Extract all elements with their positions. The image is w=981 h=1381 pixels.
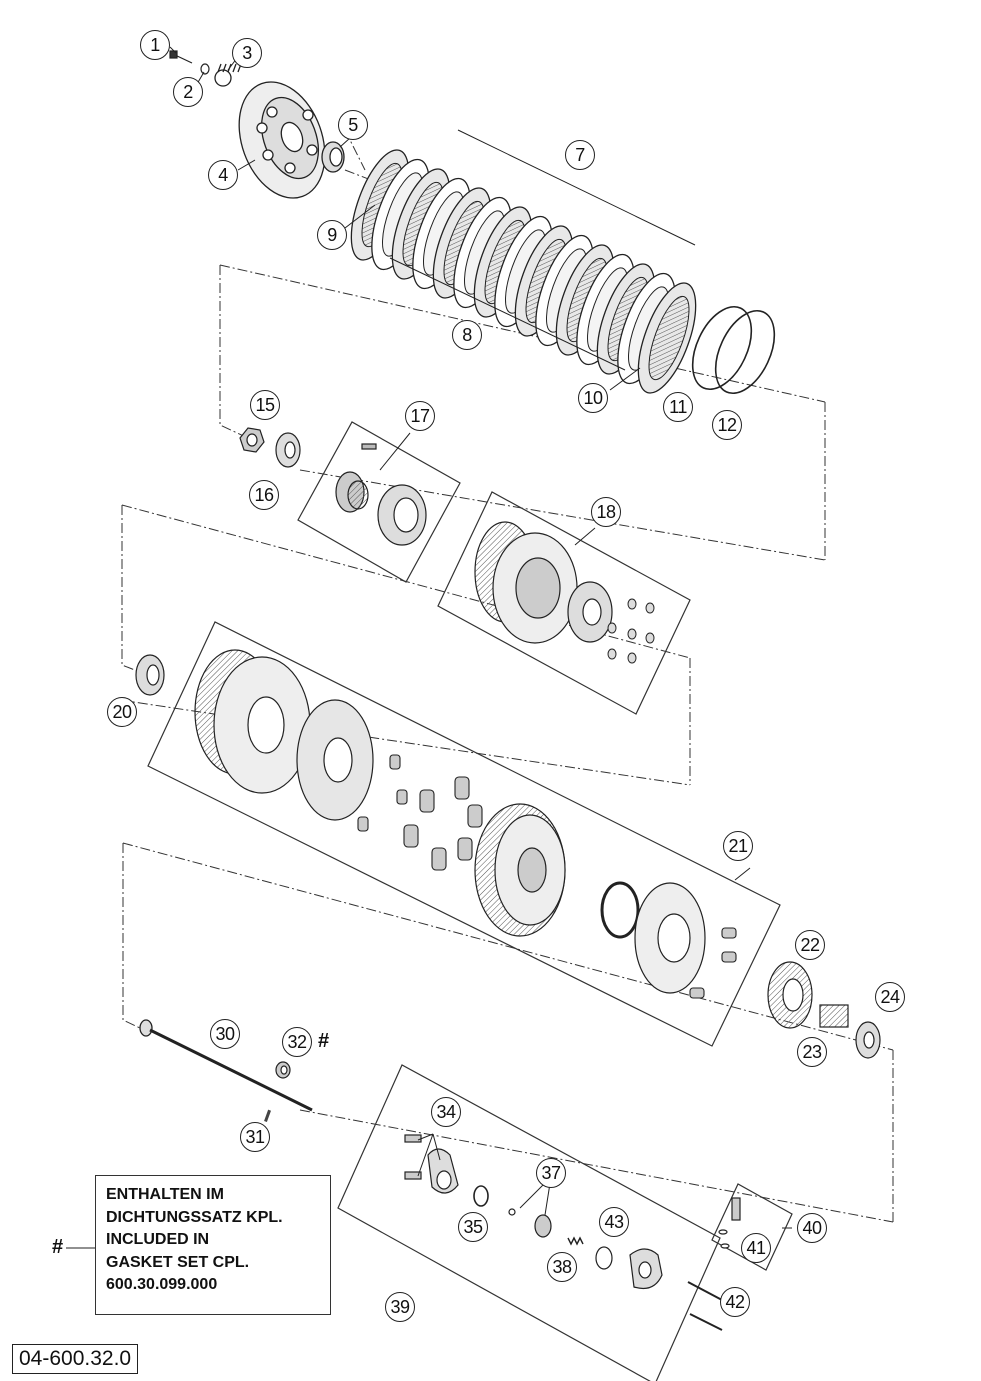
part-number-35: 35 xyxy=(458,1212,488,1242)
part-number-43: 43 xyxy=(599,1207,629,1237)
part-12-wire-ring xyxy=(714,309,776,395)
note-line-5: 600.30.099.000 xyxy=(106,1276,218,1293)
part-40-41-bleeder xyxy=(718,1197,741,1249)
part-23-needle-bearing xyxy=(819,1004,849,1028)
part-39-cylinder-body xyxy=(629,1248,663,1290)
part-32-seal xyxy=(275,1061,291,1079)
part-number-24: 24 xyxy=(875,982,905,1012)
part-number-21: 21 xyxy=(723,831,753,861)
note-line-1: ENTHALTEN IM xyxy=(106,1186,224,1203)
part-number-37: 37 xyxy=(536,1158,566,1188)
part-1-screw xyxy=(169,50,193,64)
drawing-code: 04-600.32.0 xyxy=(12,1344,139,1374)
part-21-clutch-basket xyxy=(194,649,706,994)
gasket-set-note: ENTHALTEN IM DICHTUNGSSATZ KPL. INCLUDED… xyxy=(95,1175,331,1315)
part-16-washer xyxy=(275,432,301,468)
hash-mark-note: # xyxy=(52,1236,64,1258)
part-number-18: 18 xyxy=(591,497,621,527)
part-43-seal xyxy=(595,1246,613,1270)
part-24-washer xyxy=(855,1021,881,1059)
part-number-3: 3 xyxy=(232,38,262,68)
part-number-2: 2 xyxy=(173,77,203,107)
part-number-42: 42 xyxy=(720,1287,750,1317)
part-4-pressure-plate xyxy=(238,81,326,199)
part-number-4: 4 xyxy=(208,160,238,190)
part-number-34: 34 xyxy=(431,1097,461,1127)
part-2-washer xyxy=(200,63,210,75)
part-number-5: 5 xyxy=(338,110,368,140)
part-18-small-bolts xyxy=(607,598,655,664)
part-22-gear xyxy=(767,961,813,1029)
part-18-inner-hub xyxy=(474,521,613,644)
part-number-20: 20 xyxy=(107,697,137,727)
note-line-4: GASKET SET CPL. xyxy=(106,1253,250,1271)
part-31-pin xyxy=(264,1109,271,1122)
part-37-piston xyxy=(508,1208,552,1238)
part-number-7: 7 xyxy=(565,140,595,170)
part-number-30: 30 xyxy=(210,1019,240,1049)
part-15-nut xyxy=(239,427,265,453)
part-number-40: 40 xyxy=(797,1213,827,1243)
part-number-39: 39 xyxy=(385,1292,415,1322)
part-number-31: 31 xyxy=(240,1122,270,1152)
part-number-17: 17 xyxy=(405,401,435,431)
part-number-12: 12 xyxy=(712,410,742,440)
part-number-8: 8 xyxy=(452,320,482,350)
part-42-bolts xyxy=(687,1281,723,1331)
part-number-10: 10 xyxy=(578,383,608,413)
hash-mark-32: # xyxy=(318,1030,330,1052)
part-5-bearing xyxy=(321,141,345,173)
part-21-springs xyxy=(357,754,737,999)
part-38-spring xyxy=(567,1236,584,1246)
note-line-3: INCLUDED IN xyxy=(106,1231,210,1248)
part-11-wire-ring xyxy=(691,305,753,391)
part-number-32: 32 xyxy=(282,1027,312,1057)
part-17-hub-assembly xyxy=(335,443,427,546)
note-line-2: DICHTUNGSSATZ KPL. xyxy=(106,1208,283,1226)
leader-lines xyxy=(66,46,792,1249)
part-34-screws-and-housing xyxy=(404,1134,459,1194)
part-number-23: 23 xyxy=(797,1037,827,1067)
part-number-9: 9 xyxy=(317,220,347,250)
part-number-22: 22 xyxy=(795,930,825,960)
part-number-11: 11 xyxy=(663,392,693,422)
part-30-pushrod xyxy=(139,1019,313,1112)
part-number-15: 15 xyxy=(250,390,280,420)
part-7-8-9-10-clutch-disc-pack xyxy=(350,149,697,394)
part-number-41: 41 xyxy=(741,1233,771,1263)
part-3-spring xyxy=(214,63,242,87)
part-20-ring xyxy=(135,654,165,696)
part-number-38: 38 xyxy=(547,1252,577,1282)
part-number-16: 16 xyxy=(249,480,279,510)
part-35-o-ring xyxy=(473,1185,489,1207)
clutch-disc-inner xyxy=(648,295,690,381)
part-number-1: 1 xyxy=(140,30,170,60)
